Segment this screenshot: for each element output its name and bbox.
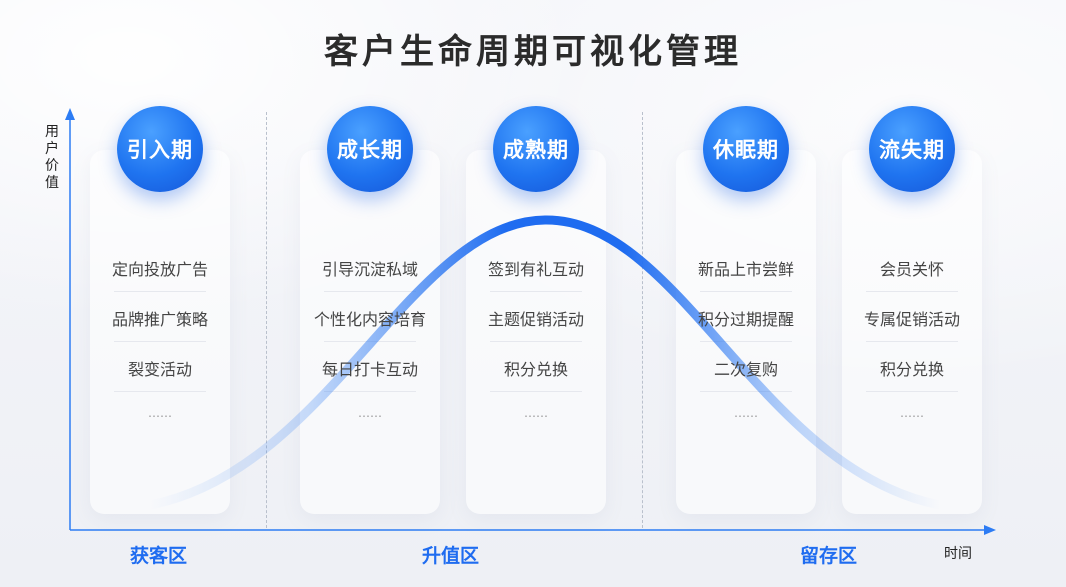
- stage-badge-churn: 流失期: [869, 106, 955, 192]
- stage-card-1: [90, 150, 230, 514]
- separator: [114, 291, 206, 292]
- stage-item: 积分兑换: [879, 360, 944, 379]
- stage-item-ellipsis: ……: [734, 406, 758, 420]
- separator: [700, 291, 792, 292]
- zone-divider-1: [266, 112, 267, 528]
- stage-item: 裂变活动: [127, 360, 192, 379]
- stage-card-5: [842, 150, 982, 514]
- stage-card-2: [300, 150, 440, 514]
- stage-item-ellipsis: ……: [524, 406, 548, 420]
- separator: [866, 341, 958, 342]
- stage-item: 会员关怀: [879, 260, 944, 279]
- separator: [866, 391, 958, 392]
- stage-item: 专属促销活动: [863, 310, 960, 329]
- zone-divider-2: [642, 112, 643, 528]
- stage-item: 品牌推广策略: [111, 310, 208, 329]
- stage-item: 新品上市尝鲜: [697, 260, 794, 279]
- stage-item: 主题促销活动: [487, 310, 584, 329]
- stage-item: 引导沉淀私域: [321, 260, 418, 279]
- stage-badge-dormant: 休眠期: [703, 106, 789, 192]
- stage-item-ellipsis: ……: [148, 406, 172, 420]
- stage-item: 定向投放广告: [111, 260, 208, 279]
- stage-badge-intro: 引入期: [117, 106, 203, 192]
- separator: [114, 391, 206, 392]
- stage-item: 积分过期提醒: [697, 310, 794, 329]
- zone-label-retention: 留存区: [800, 545, 858, 567]
- separator: [114, 341, 206, 342]
- separator: [490, 341, 582, 342]
- stage-item-ellipsis: ……: [358, 406, 382, 420]
- separator: [866, 291, 958, 292]
- stage-item: 积分兑换: [503, 360, 568, 379]
- page-title: 客户生命周期可视化管理: [324, 32, 742, 72]
- stage-item: 签到有礼互动: [487, 260, 584, 279]
- stage-item: 每日打卡互动: [321, 360, 418, 379]
- x-axis-label: 时间: [944, 546, 972, 562]
- zone-label-acquisition: 获客区: [130, 545, 188, 567]
- stage-item: 个性化内容培育: [313, 310, 426, 329]
- stage-item: 二次复购: [713, 360, 778, 379]
- y-axis-label: 用户价值: [45, 124, 59, 191]
- stage-card-4: [676, 150, 816, 514]
- separator: [324, 291, 416, 292]
- stage-card-3: [466, 150, 606, 514]
- separator: [490, 291, 582, 292]
- separator: [700, 341, 792, 342]
- stage-badge-growth: 成长期: [327, 106, 413, 192]
- stage-badge-mature: 成熟期: [493, 106, 579, 192]
- stage-item-ellipsis: ……: [900, 406, 924, 420]
- zone-label-appreciation: 升值区: [422, 545, 480, 567]
- separator: [490, 391, 582, 392]
- separator: [700, 391, 792, 392]
- separator: [324, 391, 416, 392]
